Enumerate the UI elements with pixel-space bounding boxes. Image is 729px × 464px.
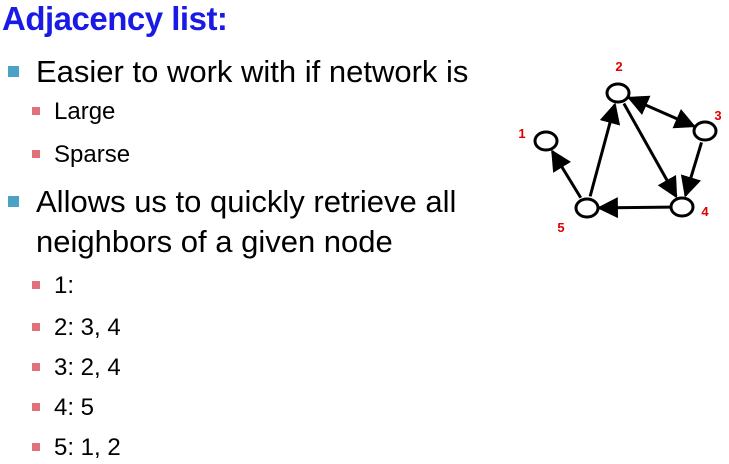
graph-node-label-2: 2: [615, 59, 622, 74]
square-bullet-icon: [32, 281, 40, 289]
square-bullet-icon: [8, 196, 19, 207]
slide-title: Adjacency list:: [2, 0, 228, 37]
graph-node-label-3: 3: [714, 108, 721, 123]
adjacency-entry-text: 5: 1, 2: [54, 434, 121, 461]
bullet-text: Allows us to quickly retrieve all: [36, 184, 457, 219]
square-bullet-icon: [8, 66, 19, 77]
square-bullet-icon: [32, 107, 40, 115]
bullet-text: Easier to work with if network is: [36, 54, 469, 89]
adjacency-entry-text: 4: 5: [54, 394, 95, 421]
square-bullet-icon: [32, 150, 40, 158]
adjacency-entry-text: 2: 3, 4: [54, 314, 121, 341]
edge-2-3-bidirectional: [627, 95, 696, 129]
edge-5-2: [588, 102, 621, 197]
graph-node-label-1: 1: [518, 126, 525, 141]
graph-nodes: 1 2 3 4 5: [518, 59, 721, 235]
square-bullet-icon: [32, 403, 40, 411]
edge-5-1: [550, 149, 583, 199]
adjacency-entry-text: 3: 2, 4: [54, 354, 121, 381]
edge-2-4: [622, 102, 678, 199]
sub-bullet-text: Sparse: [54, 141, 131, 168]
graph-node-label-4: 4: [701, 204, 709, 219]
edge-4-5: [596, 197, 671, 219]
square-bullet-icon: [32, 443, 40, 451]
directed-graph-diagram: 1 2 3 4 5: [518, 59, 721, 235]
square-bullet-icon: [32, 363, 40, 371]
graph-node-1: [533, 130, 559, 152]
graph-node-3: [692, 120, 718, 142]
graph-edges: [550, 95, 703, 219]
graph-node-2: [605, 82, 631, 104]
graph-node-label-5: 5: [557, 220, 564, 235]
bullet-text: neighbors of a given node: [36, 224, 393, 259]
sub-bullet-text: Large: [54, 98, 116, 125]
graph-node-4: [669, 196, 695, 218]
edge-3-4: [680, 142, 703, 198]
graph-node-5: [574, 197, 600, 219]
square-bullet-icon: [32, 323, 40, 331]
adjacency-entry-text: 1:: [54, 272, 75, 299]
